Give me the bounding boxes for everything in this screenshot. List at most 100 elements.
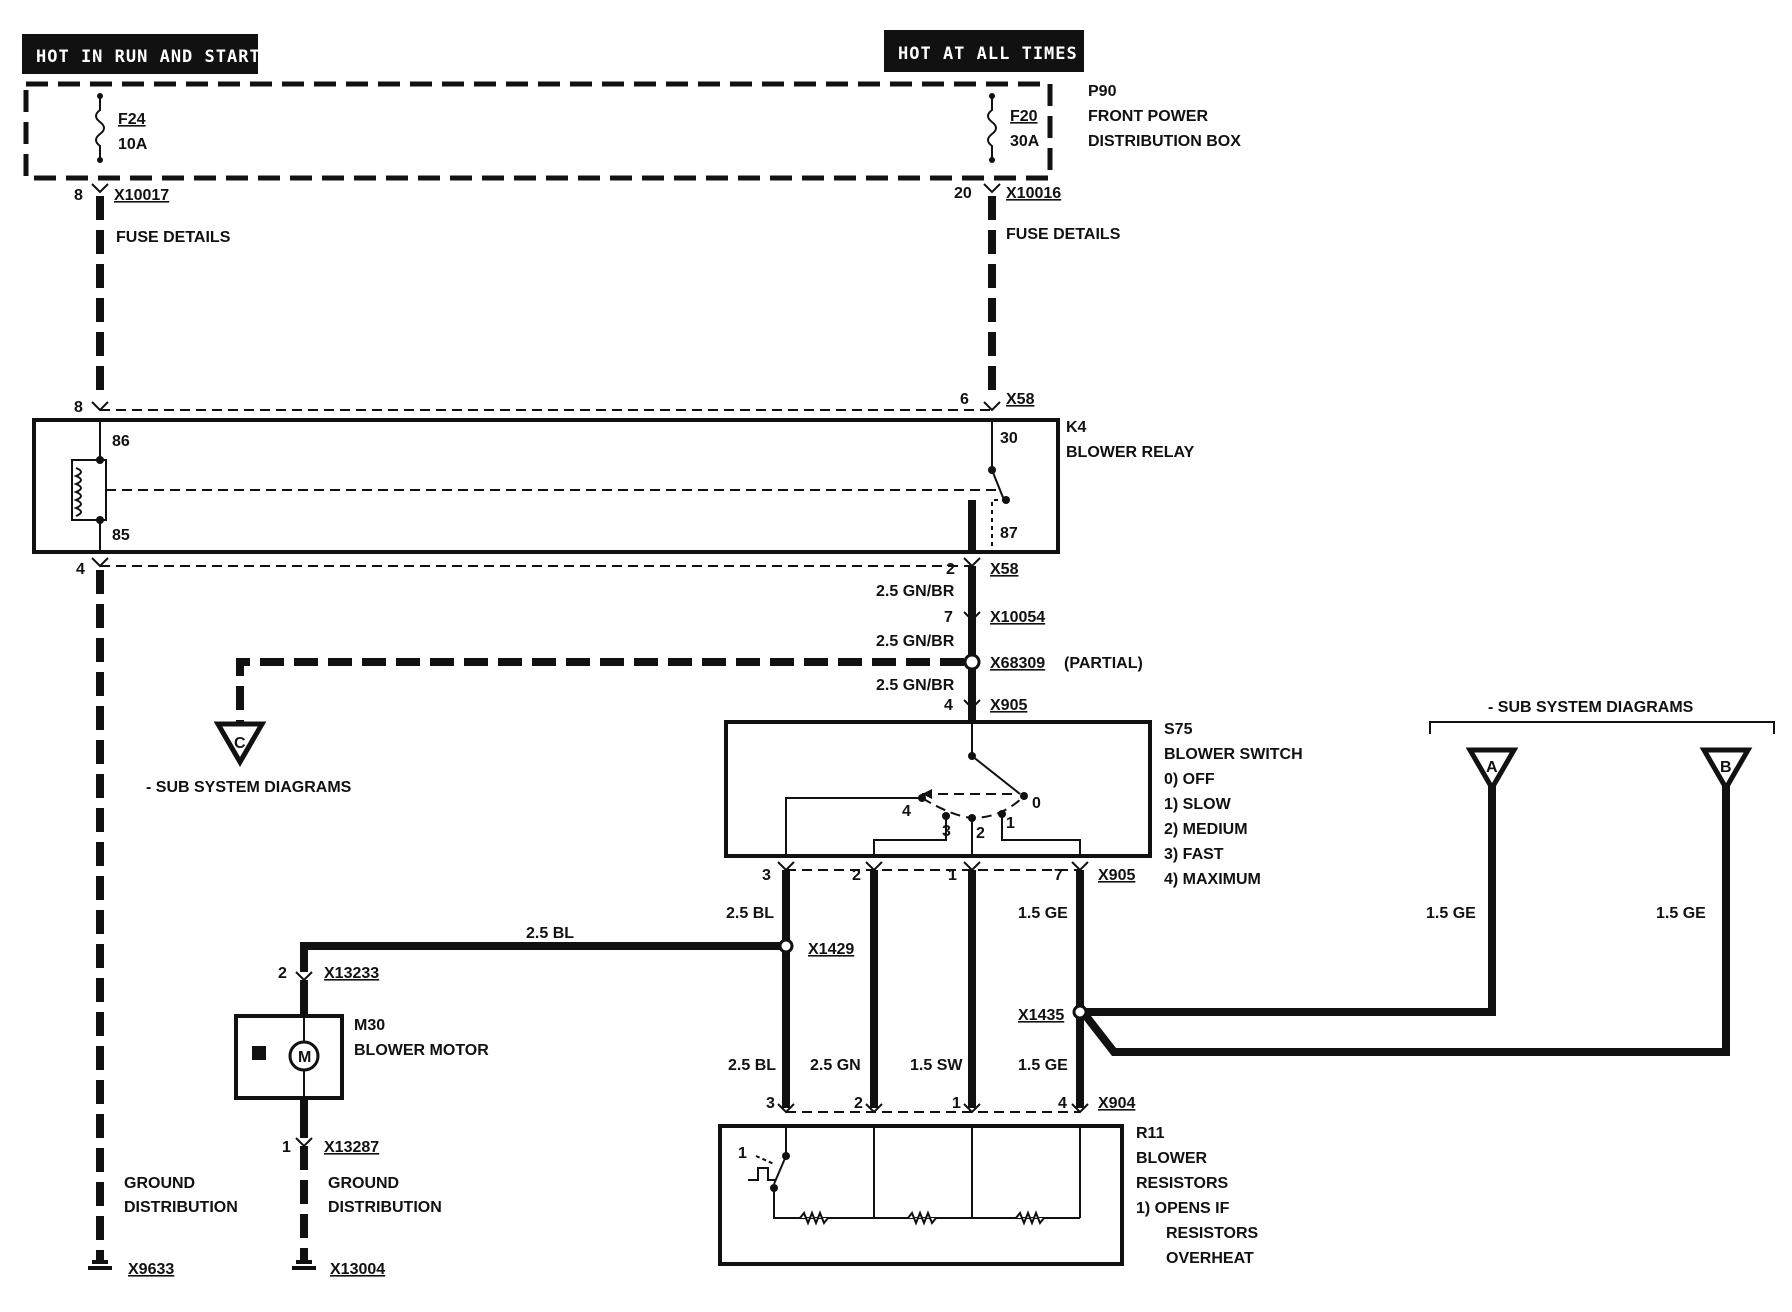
wire-bl-label-bottom: 2.5 BL	[728, 1057, 776, 1074]
pin-4-k4: 4	[76, 561, 85, 578]
connector-x13287-label: X13287	[324, 1139, 379, 1156]
header-run-start: HOT IN RUN AND START	[36, 47, 261, 67]
s75-pos-4: 4) MAXIMUM	[1164, 871, 1261, 888]
connector-x1429-label: X1429	[808, 941, 854, 958]
x905-pin-2: 2	[852, 867, 861, 884]
connector-x13233-label: X13233	[324, 965, 379, 982]
motor-icon	[288, 1040, 320, 1072]
wire-bl-label-top: 2.5 BL	[726, 905, 774, 922]
pin-8-top: 8	[74, 187, 83, 204]
s75-switch-box	[724, 720, 1152, 858]
x904-pin-2: 2	[854, 1095, 863, 1112]
s75-pos-3: 3) FAST	[1164, 846, 1224, 863]
subsystem-b-letter: B	[1720, 759, 1732, 776]
s75-name: BLOWER SWITCH	[1164, 746, 1303, 763]
m30-pin-2: 2	[278, 965, 287, 982]
subsystem-c-icon	[213, 721, 267, 767]
subsystem-c-label: - SUB SYSTEM DIAGRAMS	[146, 779, 352, 796]
s75-contact-4: 4	[902, 803, 911, 820]
x905-pin-1: 1	[948, 867, 957, 884]
resistor-1-icon	[799, 1210, 829, 1226]
fuse-f24-rating: 10A	[118, 136, 148, 153]
ground-x9633-icon	[88, 1250, 112, 1270]
k4-pin-87: 87	[1000, 525, 1018, 542]
wire-gnbr-label-1: 2.5 GN/BR	[876, 583, 955, 600]
fuse-details-left: FUSE DETAILS	[116, 229, 231, 246]
k4-pin-86: 86	[112, 433, 130, 450]
wire-sw-label: 1.5 SW	[910, 1057, 963, 1074]
subsystem-a-icon	[1465, 747, 1519, 793]
ground-left-line1: GROUND	[124, 1175, 195, 1192]
k4-id: K4	[1066, 419, 1087, 436]
k4-name: BLOWER RELAY	[1066, 444, 1195, 461]
m30-symbol: M	[298, 1049, 311, 1066]
wire-to-subsystem-c	[236, 658, 964, 722]
subsystem-b-icon	[1699, 747, 1753, 793]
wire-gnbr-label-3: 2.5 GN/BR	[876, 677, 955, 694]
p90-line2: DISTRIBUTION BOX	[1088, 133, 1241, 150]
r11-line1: BLOWER	[1136, 1150, 1208, 1167]
wire-bl-to-motor	[300, 942, 780, 972]
ground-left-line2: DISTRIBUTION	[124, 1199, 238, 1216]
s75-contact-2: 2	[976, 825, 985, 842]
subsystem-ab-bracket	[1429, 721, 1775, 734]
ground-x9633-label: X9633	[128, 1261, 174, 1278]
splice-x1435	[1072, 1004, 1088, 1020]
ground-right-line1: GROUND	[328, 1175, 399, 1192]
s75-contact-1: 1	[1006, 815, 1015, 832]
connector-x68309-partial: (PARTIAL)	[1064, 655, 1143, 672]
m30-pin-1: 1	[282, 1139, 291, 1156]
header-run-start-box	[22, 34, 258, 74]
r11-note1: 1) OPENS IF	[1136, 1200, 1230, 1217]
connector-x68309-label: X68309	[990, 655, 1045, 672]
r11-thermal-icon	[748, 1167, 776, 1181]
connector-x905-top-label: X905	[990, 697, 1027, 714]
fuse-f20-rating: 30A	[1010, 133, 1040, 150]
x904-pin-4: 4	[1058, 1095, 1067, 1112]
header-all-times: HOT AT ALL TIMES	[898, 44, 1078, 64]
subsystem-a-letter: A	[1486, 759, 1498, 776]
splice-x68309	[963, 653, 981, 671]
s75-pos-1: 1) SLOW	[1164, 796, 1232, 813]
connector-x58-top-label: X58	[1006, 391, 1035, 408]
x905-pin-3: 3	[762, 867, 771, 884]
connector-x58-bottom-label: X58	[990, 561, 1019, 578]
pin-6-k4: 6	[960, 391, 969, 408]
m30-motor-box	[234, 1014, 344, 1100]
m30-component-icon	[252, 1046, 266, 1060]
s75-pos-2: 2) MEDIUM	[1164, 821, 1248, 838]
ground-x13004-label: X13004	[330, 1261, 385, 1278]
wire-ge-label-a: 1.5 GE	[1426, 905, 1476, 922]
wire-ge-label-bottom: 1.5 GE	[1018, 1057, 1068, 1074]
wire-gn-label: 2.5 GN	[810, 1057, 861, 1074]
wire-ge-to-b	[1082, 786, 1730, 1056]
wire-gnbr-label-2: 2.5 GN/BR	[876, 633, 955, 650]
subsystem-c-letter: C	[234, 735, 246, 752]
fuse-f20-symbol	[987, 96, 997, 160]
s75-id: S75	[1164, 721, 1193, 738]
pin-2-x58: 2	[946, 561, 955, 578]
connector-x10017-label: X10017	[114, 187, 169, 204]
pin-20: 20	[954, 185, 972, 202]
ground-right-line2: DISTRIBUTION	[328, 1199, 442, 1216]
header-all-times-box	[884, 30, 1084, 72]
wire-bl-label-motor: 2.5 BL	[526, 925, 574, 942]
resistor-2-icon	[907, 1210, 937, 1226]
p90-line1: FRONT POWER	[1088, 108, 1208, 125]
fuse-f24-symbol	[95, 96, 105, 160]
pin-7-x10054: 7	[944, 609, 953, 626]
resistor-3-icon	[1015, 1210, 1045, 1226]
fuse-details-right: FUSE DETAILS	[1006, 226, 1121, 243]
s75-pos-0: 0) OFF	[1164, 771, 1215, 788]
wire-ge-to-a	[1086, 786, 1496, 1016]
fuse-f24-label: F24	[118, 111, 146, 128]
k4-relay-box	[32, 418, 1060, 554]
wire-ge-label-top: 1.5 GE	[1018, 905, 1068, 922]
m30-id: M30	[354, 1017, 385, 1034]
s75-wiper	[971, 755, 1021, 795]
r11-note2: RESISTORS	[1166, 1225, 1259, 1242]
k4-switch-contact	[991, 469, 1005, 501]
r11-thermal-note: 1	[738, 1145, 747, 1162]
s75-contact-0: 0	[1032, 795, 1041, 812]
